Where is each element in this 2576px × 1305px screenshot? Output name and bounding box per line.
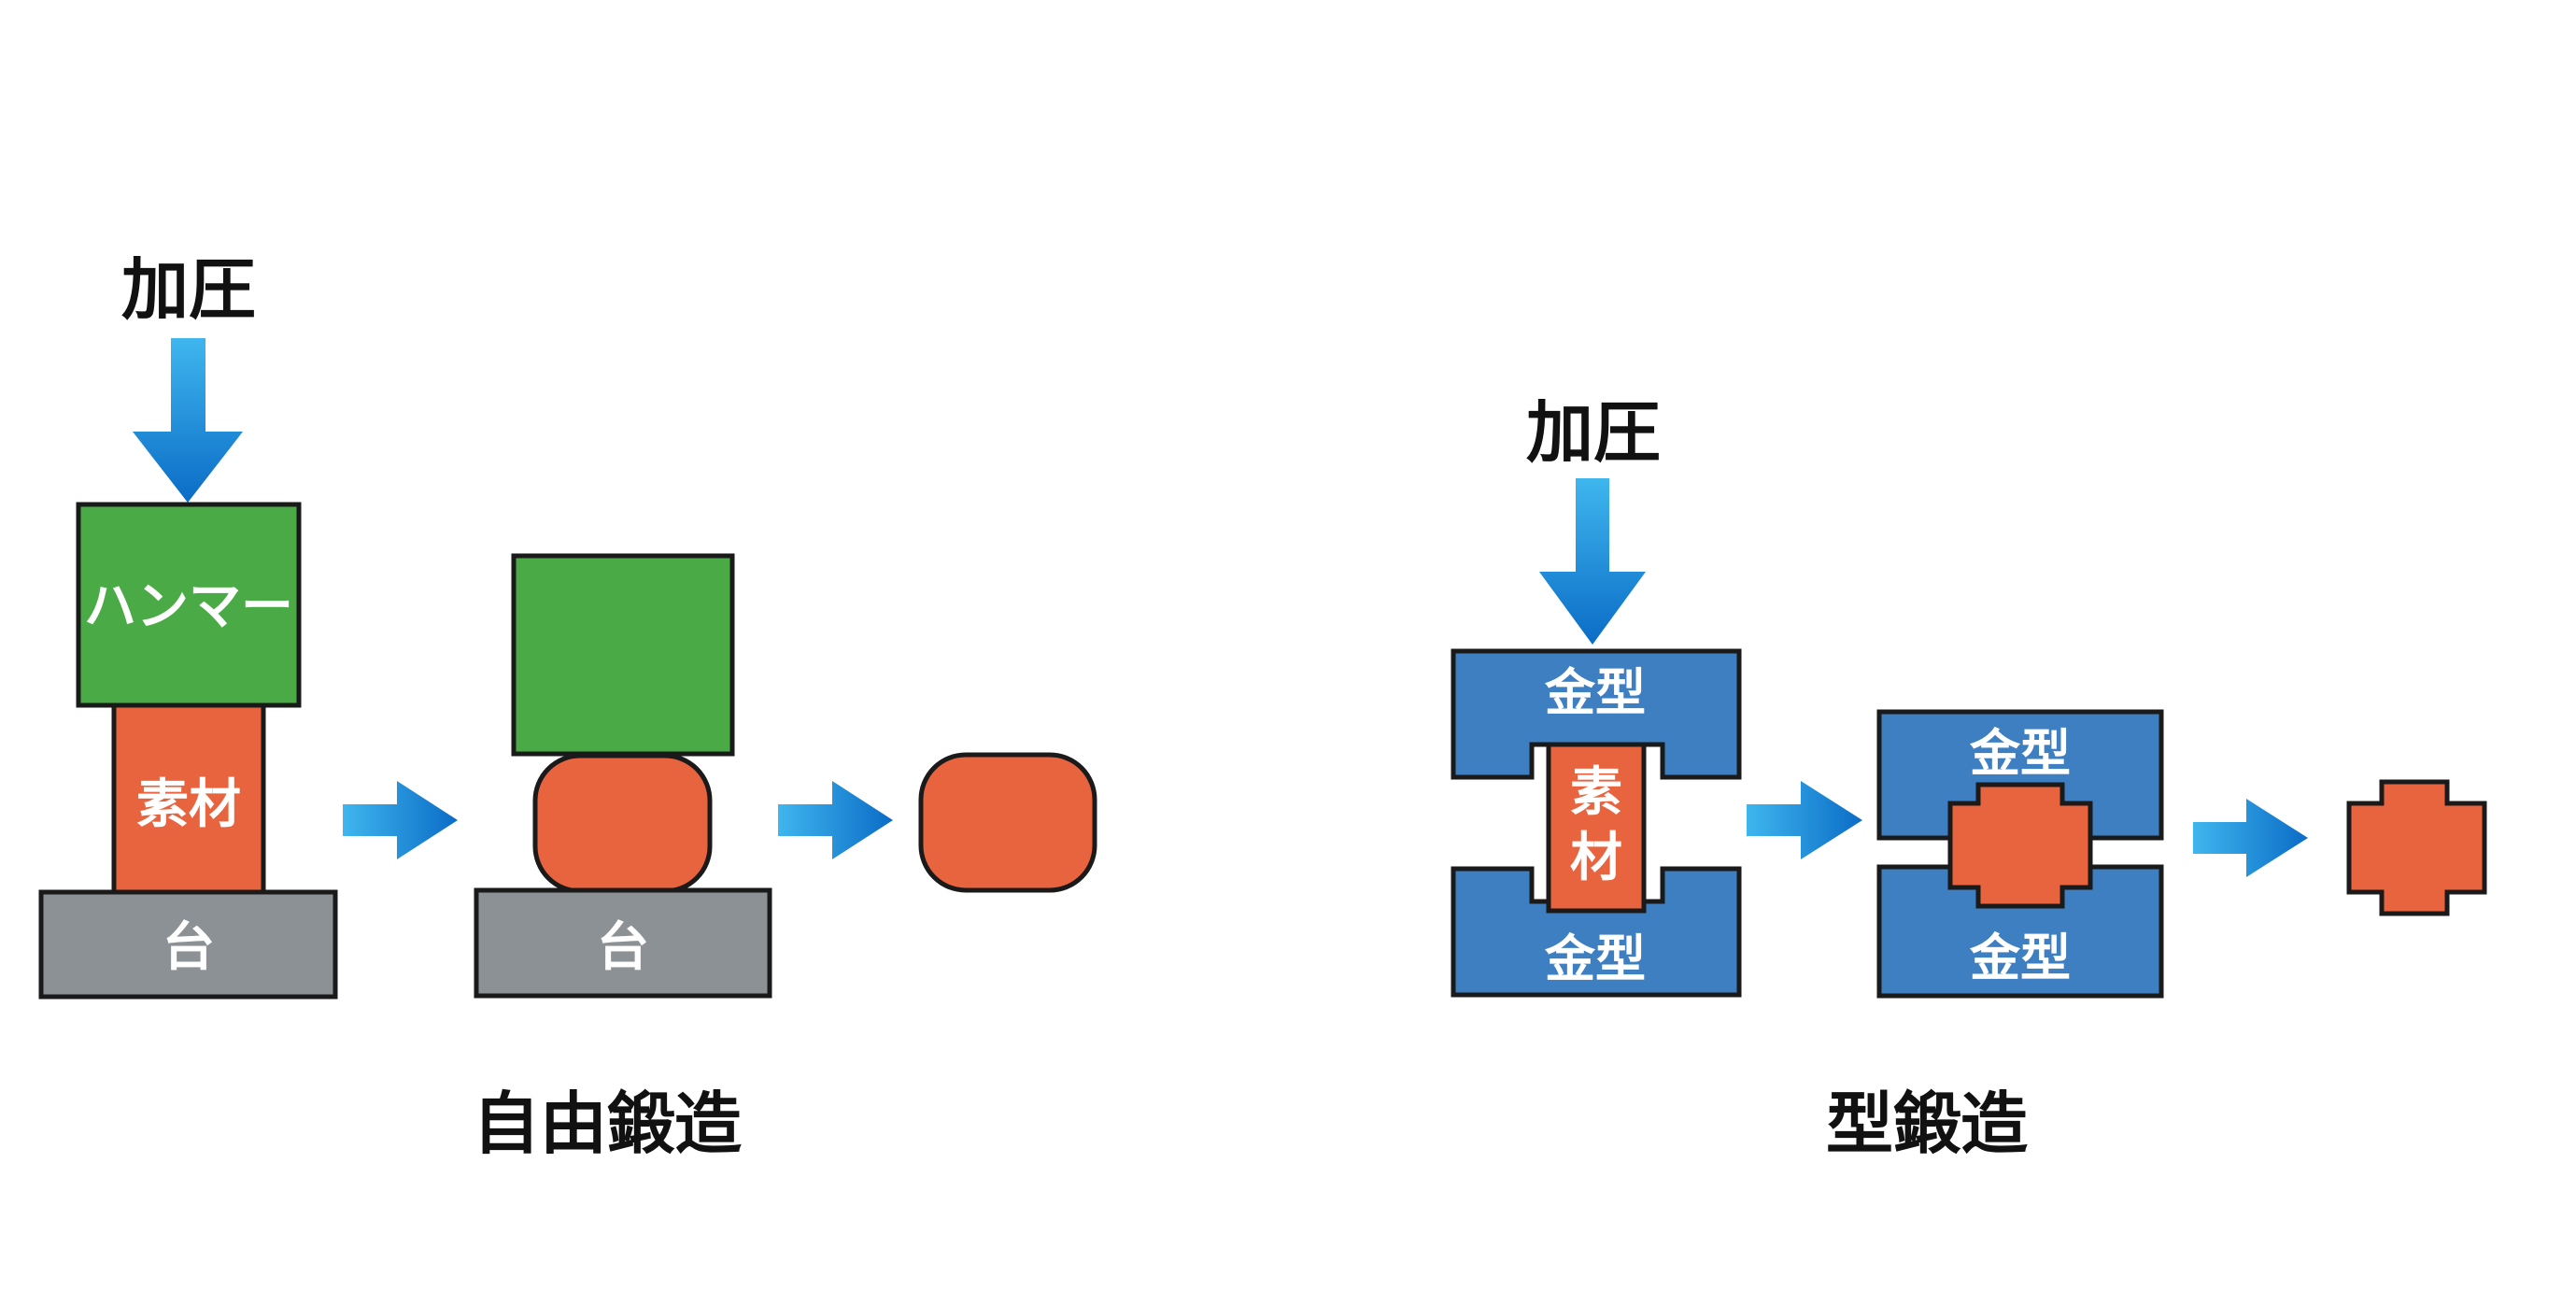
base-block [38,889,338,1000]
die-step-arrow-icon-1 [1747,781,1862,859]
material-bar [1546,742,1647,914]
formed-material [1947,782,2093,909]
free-step-arrow-icon-2 [778,781,893,859]
free-forging-section: 加圧 ハンマー 素材 台 台 自由鍛造 [38,250,1097,1163]
die-forging-section: 加圧 金型 金型 素 材 金型 金型 型鍛造 [1451,393,2487,1163]
hammer-block [76,502,302,708]
hammer-label: ハンマー [84,576,293,637]
die-forged-result [2346,779,2487,916]
base-label: 台 [163,917,215,978]
base-block-step2 [474,887,772,999]
material-label: 素材 [136,774,241,835]
die-step-arrow-icon-2 [2193,799,2308,877]
lower-die-label: 金型 [1544,929,1646,988]
base-label-step2: 台 [597,917,649,978]
upper-die-label: 金型 [1544,663,1646,722]
free-forging-caption: 自由鍛造 [473,1085,742,1163]
forged-result [918,752,1097,893]
material-label-bottom: 材 [1570,828,1622,888]
free-step-arrow-icon-1 [343,781,458,859]
die-press-arrow-icon [1539,478,1646,645]
lower-die-label-step2: 金型 [1969,929,2071,987]
lower-die [1451,866,1742,998]
upper-die-label-step2: 金型 [1969,724,2071,783]
material-block [111,702,266,895]
free-press-label: 加圧 [121,250,256,329]
upper-die [1451,648,1742,780]
die-press-label: 加圧 [1526,393,1661,472]
hammer-block-step2 [511,553,735,757]
die-forging-caption: 型鍛造 [1826,1085,2028,1163]
material-block-step2 [532,753,713,894]
material-label-top: 素 [1570,762,1622,823]
free-press-arrow-icon [133,338,243,503]
